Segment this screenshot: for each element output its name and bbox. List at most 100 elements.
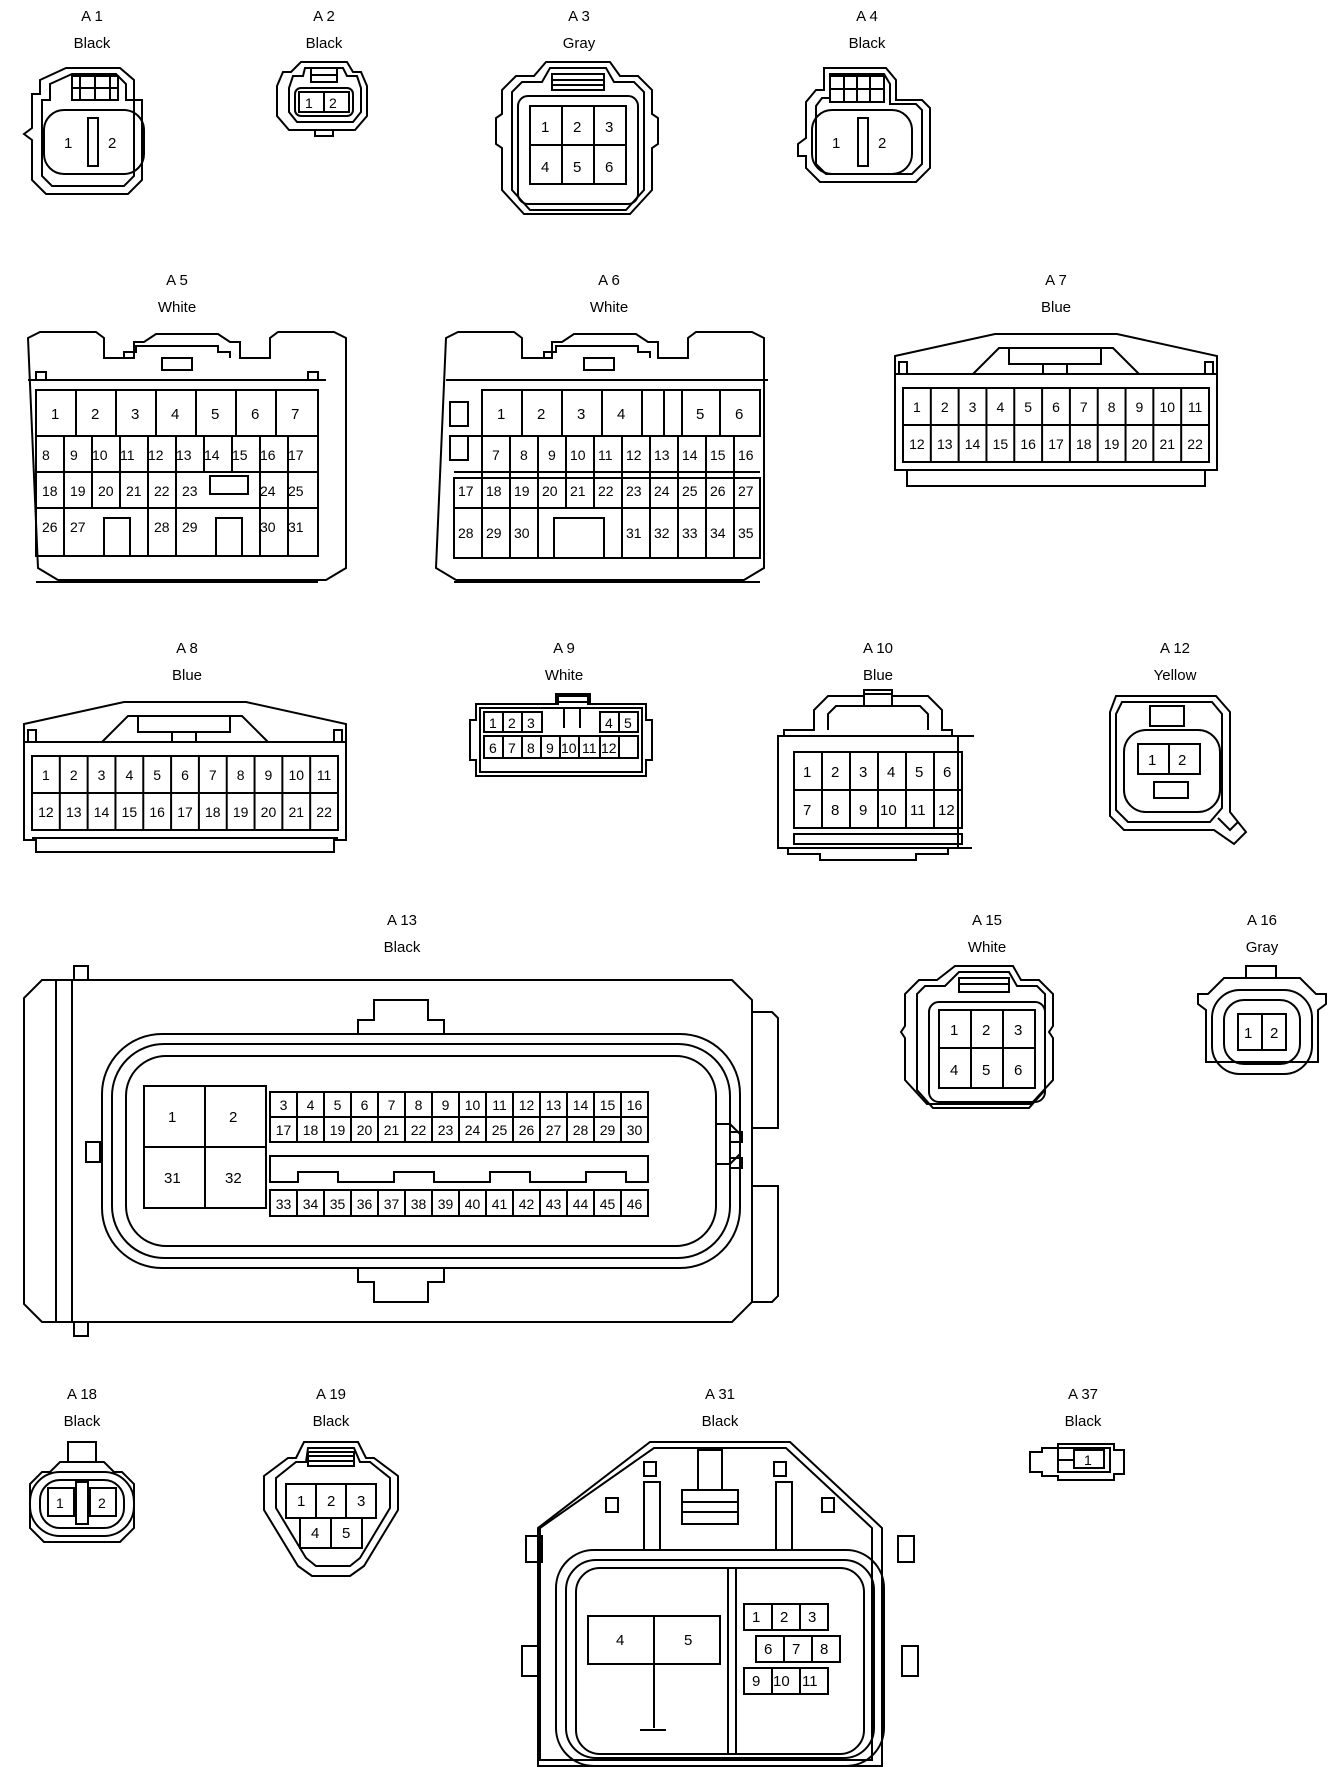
connector-color: Gray	[562, 35, 596, 52]
pin-3: 3	[1014, 1022, 1022, 1039]
pin-32: 32	[654, 525, 670, 541]
pin-2: 2	[537, 406, 545, 423]
pin-10: 10	[570, 447, 586, 463]
connector-a31-diagram: 1 2 3 4 5 6 7 8 9 10 11	[521, 1441, 919, 1767]
pin-5: 5	[915, 764, 923, 781]
connector-id: A 2	[313, 8, 335, 25]
pin-33: 33	[682, 525, 698, 541]
connector-a16-diagram: 1 2	[1197, 965, 1327, 1075]
connector-color: Black	[1064, 1413, 1102, 1430]
pin-7: 7	[291, 406, 299, 423]
pin-10: 10	[288, 767, 304, 783]
pin-7: 7	[209, 767, 217, 783]
pin-6: 6	[181, 767, 189, 783]
pin-9: 9	[442, 1097, 450, 1113]
pin-3: 3	[357, 1493, 365, 1510]
pin-45: 45	[600, 1196, 616, 1212]
pin-3: 3	[280, 1097, 288, 1113]
pin-24: 24	[654, 483, 670, 499]
pin-1: 1	[541, 119, 549, 136]
pin-9: 9	[546, 740, 554, 756]
connector-color: Black	[701, 1413, 739, 1430]
pin-9: 9	[752, 1673, 760, 1690]
pin-7: 7	[388, 1097, 396, 1113]
pin-34: 34	[303, 1196, 319, 1212]
pin-19: 19	[1104, 436, 1120, 452]
pin-16: 16	[260, 447, 276, 463]
pin-3: 3	[605, 119, 613, 136]
connector-color: Black	[312, 1413, 350, 1430]
pin-8: 8	[415, 1097, 423, 1113]
connector-a31: A 31 Black 1 2 3 4 5 6 7 8 9 10	[520, 1386, 920, 1772]
pin-11: 11	[598, 447, 613, 463]
pin-11: 11	[582, 740, 597, 756]
pin-8: 8	[831, 802, 839, 819]
pin-2: 2	[329, 95, 337, 111]
connector-id: A 5	[166, 272, 188, 289]
connector-a1-diagram: 1 2	[22, 67, 145, 195]
pin-20: 20	[357, 1122, 373, 1138]
pin-18: 18	[486, 483, 502, 499]
pin-10: 10	[773, 1673, 790, 1690]
pin-22: 22	[154, 483, 170, 499]
connector-id: A 15	[971, 912, 1003, 929]
pin-4: 4	[311, 1525, 319, 1542]
connector-a4-diagram: 1 2	[797, 67, 931, 183]
connector-a19: A 19 Black 1 2 3 4 5	[256, 1386, 406, 1586]
pin-22: 22	[316, 804, 332, 820]
pin-3: 3	[577, 406, 585, 423]
pin-20: 20	[261, 804, 277, 820]
pin-6: 6	[1052, 399, 1060, 415]
connector-a18: A 18 Black 1 2	[22, 1386, 142, 1566]
connector-id: A 12	[1159, 640, 1191, 657]
pin-5: 5	[334, 1097, 342, 1113]
pin-6: 6	[489, 740, 497, 756]
connector-a1: A 1 Black 1 2	[22, 8, 162, 198]
pin-37: 37	[384, 1196, 400, 1212]
pin-16: 16	[627, 1097, 643, 1113]
pin-10: 10	[1159, 399, 1175, 415]
pin-15: 15	[232, 447, 248, 463]
pin-2: 2	[941, 399, 949, 415]
pin-27: 27	[70, 519, 86, 535]
pin-9: 9	[70, 447, 78, 463]
connector-color: Blue	[171, 667, 203, 684]
connector-id: A 3	[568, 8, 590, 25]
connector-a5-diagram: 1 2 3 4 5 6 7 8 9 10 11 12 13 14 15 16 1…	[26, 331, 347, 583]
pin-9: 9	[265, 767, 273, 783]
pin-12: 12	[601, 740, 617, 756]
pin-38: 38	[411, 1196, 427, 1212]
pin-11: 11	[910, 802, 926, 819]
pin-3: 3	[808, 1609, 816, 1626]
pin-20: 20	[542, 483, 558, 499]
connector-color: Black	[63, 1413, 101, 1430]
pin-1: 1	[950, 1022, 958, 1039]
pin-5: 5	[1024, 399, 1032, 415]
pin-4: 4	[125, 767, 133, 783]
pin-10: 10	[561, 740, 577, 756]
pin-1: 1	[64, 135, 72, 152]
pin-8: 8	[527, 740, 535, 756]
connector-color: Blue	[862, 667, 894, 684]
pin-2: 2	[327, 1493, 335, 1510]
pin-26: 26	[710, 483, 726, 499]
pin-1: 1	[305, 95, 313, 111]
pin-17: 17	[288, 447, 304, 463]
pin-21: 21	[570, 483, 586, 499]
pin-1: 1	[832, 135, 840, 152]
pin-29: 29	[486, 525, 502, 541]
connector-color: White	[157, 299, 197, 316]
pin-13: 13	[937, 436, 953, 452]
pin-17: 17	[276, 1122, 292, 1138]
pin-5: 5	[211, 406, 219, 423]
pin-12: 12	[148, 447, 164, 463]
pin-7: 7	[508, 740, 516, 756]
pin-19: 19	[330, 1122, 346, 1138]
pin-1: 1	[913, 399, 921, 415]
connector-a12-diagram: 1 2	[1109, 695, 1248, 846]
pin-13: 13	[546, 1097, 562, 1113]
pin-8: 8	[42, 447, 50, 463]
